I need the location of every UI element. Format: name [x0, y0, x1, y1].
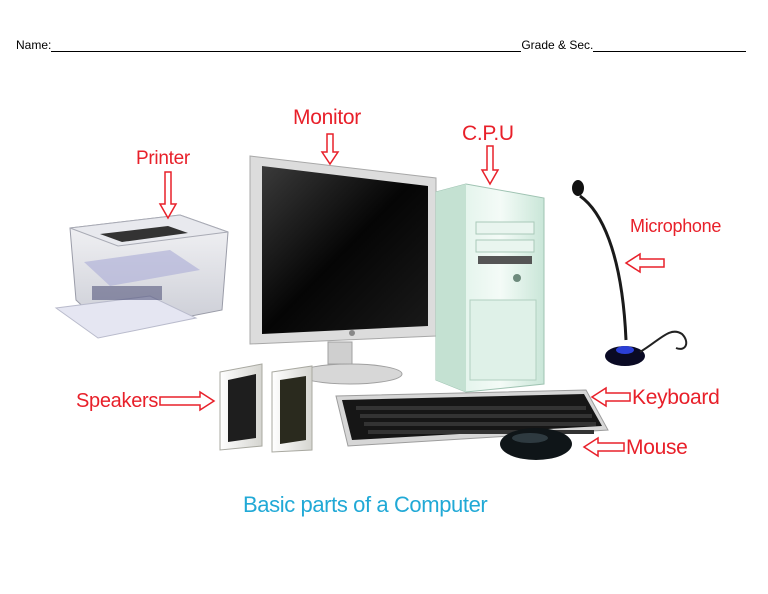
grade-blank-line — [593, 39, 747, 52]
grade-label: Grade & Sec. — [521, 38, 594, 52]
microphone-label: Microphone — [630, 216, 722, 236]
name-blank-line — [51, 39, 522, 52]
keyboard-arrow-icon — [590, 386, 631, 408]
monitor-arrow-icon — [320, 133, 340, 166]
speakers-label: Speakers — [76, 390, 159, 412]
mouse-arrow-icon — [582, 436, 625, 458]
monitor-label: Monitor — [293, 106, 361, 129]
speakers-arrow-icon — [159, 390, 216, 412]
microphone-arrow-icon — [624, 252, 665, 274]
mouse-label: Mouse — [626, 436, 688, 459]
keyboard-label: Keyboard — [632, 386, 720, 409]
mouse-icon — [500, 428, 572, 460]
figure-caption: Basic parts of a Computer — [243, 492, 488, 517]
cpu-label: C.P.U — [462, 122, 514, 145]
cpu-icon — [435, 183, 545, 393]
microphone-icon — [572, 180, 688, 366]
worksheet-header: Name: Grade & Sec. — [16, 34, 764, 52]
name-label: Name: — [16, 38, 52, 52]
printer-icon — [54, 214, 229, 339]
cpu-arrow-icon — [480, 145, 500, 186]
printer-label: Printer — [136, 148, 190, 169]
monitor-icon — [249, 155, 437, 385]
speakers-icon — [219, 363, 313, 453]
printer-arrow-icon — [158, 171, 178, 220]
